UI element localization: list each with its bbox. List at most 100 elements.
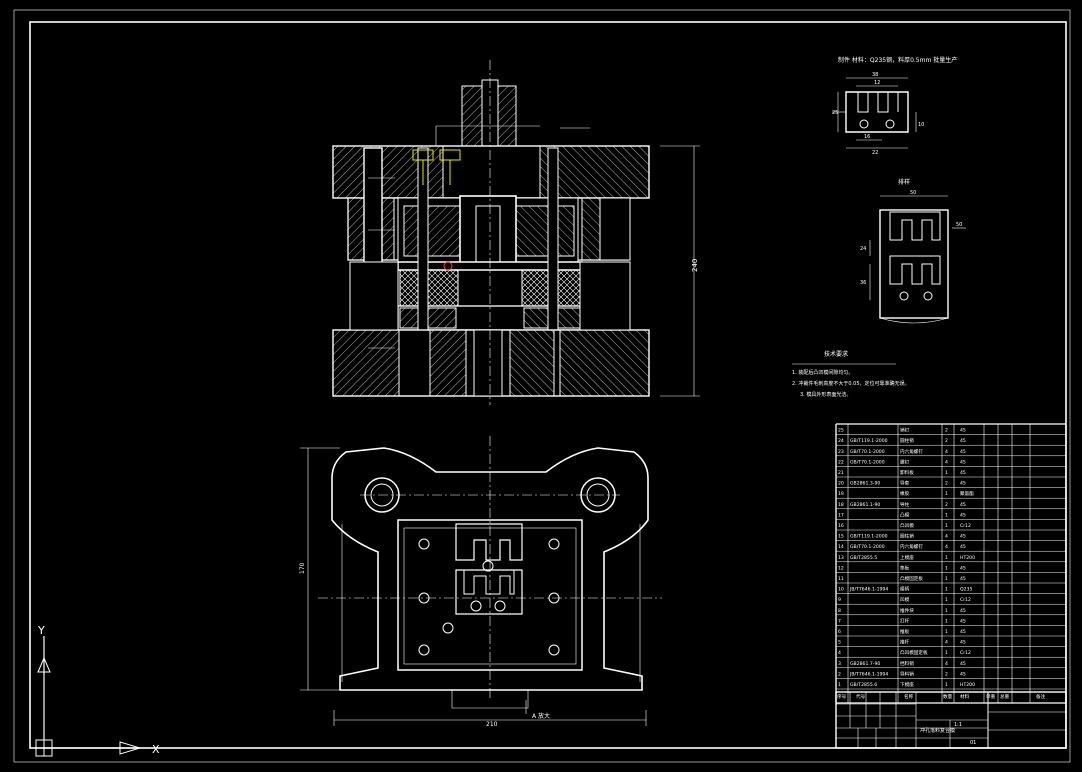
bom-header-cell: 名称 bbox=[904, 693, 914, 700]
title-block[interactable]: 冲孔落料复合模 1:1 01 bbox=[835, 691, 1067, 749]
bom-cell: 4 bbox=[838, 650, 841, 656]
bom-cell: 1 bbox=[945, 682, 948, 688]
bom-cell: 1 bbox=[838, 682, 841, 688]
plan-view[interactable]: 210 170 A 放大 bbox=[299, 436, 662, 728]
bom-cell: 23 bbox=[838, 449, 844, 455]
drawing-sheet: 01 bbox=[970, 740, 976, 746]
bom-cell: 2 bbox=[838, 671, 841, 677]
bom-cell: 推件块 bbox=[900, 607, 914, 614]
bom-cell: 2 bbox=[945, 428, 948, 434]
bom-cell: 45 bbox=[960, 576, 966, 582]
bom-cell: 挡料销 bbox=[900, 660, 914, 667]
bom-cell: GB/T70.1-2000 bbox=[850, 449, 885, 455]
bom-cell: 橡胶 bbox=[900, 490, 910, 497]
bom-cell: 12 bbox=[838, 565, 844, 571]
bom-cell: 20 bbox=[838, 481, 844, 487]
bom-cell: 45 bbox=[960, 608, 966, 614]
bom-cell: 10 bbox=[838, 587, 844, 593]
bom-cell: 2 bbox=[945, 481, 948, 487]
bom-cell: GB/T119.1-2000 bbox=[850, 534, 888, 540]
bom-cell: GB/T2855.5 bbox=[850, 555, 877, 561]
ucs-x-label: X bbox=[152, 743, 160, 756]
bom-cell: 45 bbox=[960, 544, 966, 550]
bom-cell: 1 bbox=[945, 587, 948, 593]
bom-cell: 4 bbox=[945, 449, 948, 455]
part-detail-view[interactable]: 制件 材料：Q235钢，料厚0.5mm 批量生产 38 12 25 10 22 … bbox=[832, 56, 957, 156]
bom-cell: 圆柱销 bbox=[900, 533, 914, 540]
bom-cell: 1 bbox=[945, 523, 948, 529]
main-section-view[interactable]: 240 bbox=[332, 60, 700, 405]
bom-cell: 6 bbox=[838, 629, 841, 635]
part-dim-3: 10 bbox=[918, 122, 924, 128]
bom-cell: 45 bbox=[960, 618, 966, 624]
bom-cell: 凹模 bbox=[900, 596, 910, 603]
bom-cell: 销钉 bbox=[900, 427, 910, 434]
bom-cell: 14 bbox=[838, 544, 844, 550]
bom-cell: JB/T7646.1-1994 bbox=[849, 671, 888, 677]
part-dim-5: 16 bbox=[864, 134, 870, 140]
technical-requirements: 技术要求 1. 装配后凸凹模间隙均匀。 2. 冲裁件毛刺高度不大于0.05，定位… bbox=[792, 350, 910, 398]
bom-cell: 1 bbox=[945, 608, 948, 614]
bom-cell: 螺钉 bbox=[900, 458, 910, 465]
bom-cell: GB/T2855.6 bbox=[850, 682, 877, 688]
bom-cell: 4 bbox=[945, 459, 948, 465]
bom-cell: 导套 bbox=[900, 480, 910, 487]
bom-cell: 45 bbox=[960, 512, 966, 518]
bom-header-cell: 单重 bbox=[986, 693, 996, 700]
bom-cell: 1 bbox=[945, 576, 948, 582]
bom-cell: 1 bbox=[945, 629, 948, 635]
bom-cell: 22 bbox=[838, 459, 844, 465]
bom-cell: 45 bbox=[960, 534, 966, 540]
bom-cell: 凸模 bbox=[900, 511, 910, 518]
plan-width-dim: 210 bbox=[486, 721, 498, 728]
bom-cell: 9 bbox=[838, 597, 841, 603]
part-dim-2: 25 bbox=[832, 110, 838, 116]
bom-cell: 7 bbox=[838, 618, 841, 624]
bom-cell: 圆柱销 bbox=[900, 437, 914, 444]
bom-cell: 13 bbox=[838, 555, 844, 561]
plan-height-dim: 170 bbox=[299, 562, 306, 574]
bom-cell: 45 bbox=[960, 459, 966, 465]
strip-layout-view[interactable]: 排样 50 24 36 50 bbox=[860, 178, 966, 324]
bom-cell: 1 bbox=[945, 555, 948, 561]
bom-cell: 1 bbox=[945, 512, 948, 518]
bom-cell: 17 bbox=[838, 512, 844, 518]
bom-cell: 1 bbox=[945, 650, 948, 656]
y-arrow-icon bbox=[37, 656, 51, 673]
bom-cell: GB/T70.1-2000 bbox=[850, 459, 885, 465]
bom-cell: 2 bbox=[945, 671, 948, 677]
bom-cell: 4 bbox=[945, 661, 948, 667]
bom-cell: 打杆 bbox=[900, 617, 910, 624]
bom-cell: 19 bbox=[838, 491, 844, 497]
bom-cell: Cr12 bbox=[960, 650, 971, 656]
bom-cell: 3 bbox=[838, 661, 841, 667]
bom-cell: 4 bbox=[945, 544, 948, 550]
bom-cell: GB2861.1-90 bbox=[850, 502, 880, 508]
bom-cell: 25 bbox=[838, 428, 844, 434]
bom-cell: 8 bbox=[838, 608, 841, 614]
bom-cell: 凸模固定板 bbox=[900, 575, 923, 582]
part-caption: 制件 材料：Q235钢，料厚0.5mm 批量生产 bbox=[838, 56, 957, 64]
bom-cell: 16 bbox=[838, 523, 844, 529]
bom-cell: 内六角螺钉 bbox=[900, 543, 923, 550]
bom-cell: 4 bbox=[945, 640, 948, 646]
tech-line-1: 2. 冲裁件毛刺高度不大于0.05，定位可靠准确无误。 bbox=[792, 380, 910, 387]
bom-cell: 1 bbox=[945, 597, 948, 603]
bom-cell: GB2861.3-90 bbox=[850, 481, 880, 487]
bom-cell: 1 bbox=[945, 618, 948, 624]
main-height-dim: 240 bbox=[691, 259, 699, 272]
bom-cell: 45 bbox=[960, 640, 966, 646]
bom-cell: GB2861.7-90 bbox=[850, 661, 880, 667]
bom-cell: 24 bbox=[838, 438, 844, 444]
bom-cell: 5 bbox=[838, 640, 841, 646]
bom-cell: 4 bbox=[945, 534, 948, 540]
bom-cell: 21 bbox=[838, 470, 844, 476]
bom-cell: 45 bbox=[960, 449, 966, 455]
bom-header-cell: 数量 bbox=[943, 693, 953, 700]
bom-cell: 45 bbox=[960, 661, 966, 667]
ucs-icon: Y X bbox=[35, 624, 160, 757]
part-dim-1: 12 bbox=[874, 80, 880, 86]
bom-cell: 垫板 bbox=[900, 564, 910, 571]
